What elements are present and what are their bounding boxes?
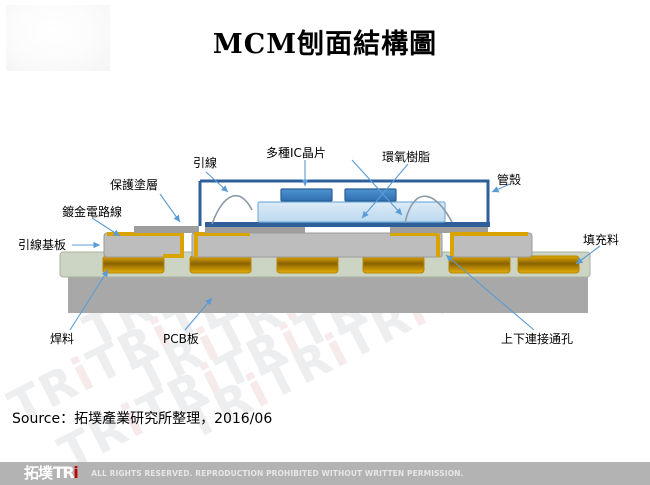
leader-lines xyxy=(69,159,601,331)
mcm-cross-section-diagram: 引線 保護塗層 鍍金電路線 引線基板 多種IC晶片 環氧樹脂 管殼 填充料 焊料… xyxy=(0,130,650,360)
source-note: Source：拓墣產業研究所整理，2016/06 xyxy=(12,411,273,427)
gold-via-left xyxy=(194,232,250,257)
footer-logo: 拓墣 TRi xyxy=(24,462,79,485)
leader-protective-coat xyxy=(159,193,181,223)
protective-coating-left xyxy=(134,226,199,233)
footer-logo-cn: 拓墣 xyxy=(24,464,53,482)
logo-background xyxy=(6,5,110,71)
label-lead-wire: 引線 xyxy=(193,156,218,170)
label-underfill: 填充料 xyxy=(583,233,620,247)
protective-coating-center-right xyxy=(390,226,488,233)
left-substrate-block xyxy=(103,232,182,258)
ic-carrier-substrate xyxy=(257,201,446,223)
diagram-svg xyxy=(59,159,601,331)
pcb-board-shape xyxy=(68,275,588,313)
bond-wire-left xyxy=(211,195,253,225)
center-substrate-block xyxy=(191,232,443,258)
label-lead-substrate: 引線基板 xyxy=(18,238,67,252)
gold-trace-left xyxy=(107,232,184,258)
footer-bar: 拓墣 TRi ALL RIGHTS RESERVED. REPRODUCTION… xyxy=(0,462,650,485)
ic-chip-2 xyxy=(344,188,397,202)
brand-logo xyxy=(6,5,110,71)
package-shell-outline xyxy=(198,179,490,226)
footer-rights-text: ALL RIGHTS RESERVED. REPRODUCTION PROHIB… xyxy=(91,469,464,478)
label-pcb-board: PCB板 xyxy=(163,332,199,346)
ic-chip-1 xyxy=(280,188,333,202)
bond-wire-right xyxy=(404,195,453,224)
label-package-shell: 管殼 xyxy=(497,173,522,187)
label-vertical-via: 上下連接通孔 xyxy=(501,332,574,346)
footer-logo-en: TRi xyxy=(53,463,79,482)
gold-trace-right xyxy=(450,232,528,256)
protective-coating-center xyxy=(205,226,305,233)
label-solder: 焊料 xyxy=(50,332,75,346)
leader-gold-trace xyxy=(91,217,121,237)
page-title: MCM刨面結構圖 xyxy=(212,29,438,60)
label-gold-plated-trace: 鍍金電路線 xyxy=(62,205,123,219)
right-substrate-block xyxy=(451,232,533,258)
label-multi-ic-chips: 多種IC晶片 xyxy=(266,146,326,160)
leader-via xyxy=(445,254,535,331)
leader-underfill xyxy=(575,245,601,265)
leader-ic-chip-2 xyxy=(351,159,403,216)
leader-epoxy xyxy=(361,163,409,219)
label-epoxy-resin: 環氧樹脂 xyxy=(382,150,431,164)
leader-lead-wire xyxy=(205,171,229,193)
leader-pcb xyxy=(184,297,213,331)
leader-solder xyxy=(69,269,109,331)
leader-shell xyxy=(491,183,511,193)
label-protective-coat: 保護塗層 xyxy=(110,178,159,192)
die-attach-plate xyxy=(205,222,490,227)
